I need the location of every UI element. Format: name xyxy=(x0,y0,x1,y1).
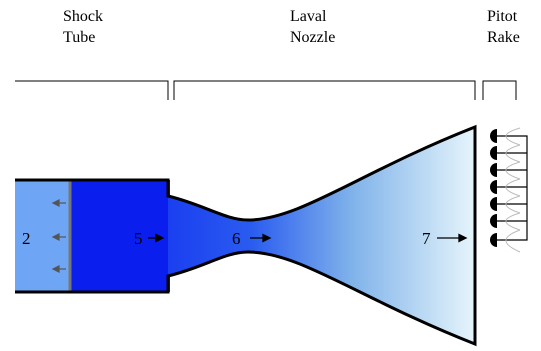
station-5-label: 5 xyxy=(134,229,143,248)
rake-frame xyxy=(497,135,528,241)
station-6-label: 6 xyxy=(232,229,241,248)
nozzle-fill xyxy=(168,127,475,344)
flow-arrows xyxy=(148,233,468,243)
arrow-6 xyxy=(250,233,272,243)
pitot-rake xyxy=(490,127,528,253)
shock-tube-label: Shock Tube xyxy=(63,8,103,46)
station-7-label: 7 xyxy=(422,229,431,248)
probe-heads xyxy=(490,129,497,247)
station-2-label: 2 xyxy=(22,229,31,248)
upper-wall xyxy=(15,124,477,347)
pitot-rake-bracket xyxy=(482,80,517,100)
bracket-group xyxy=(15,80,517,100)
laval-nozzle-label: Laval Nozzle xyxy=(290,8,336,46)
shock-tube-bracket xyxy=(15,80,169,100)
region-2-fill xyxy=(15,180,70,292)
arrow-7 xyxy=(437,233,468,243)
shock-arrows xyxy=(51,199,66,273)
arrow-5 xyxy=(148,233,165,243)
wall-group xyxy=(15,124,477,347)
region-5-fill xyxy=(70,180,170,292)
pitot-rake-label: Pitot Rake xyxy=(487,8,520,46)
laval-nozzle-bracket xyxy=(173,80,476,100)
bow-shocks xyxy=(505,127,521,253)
